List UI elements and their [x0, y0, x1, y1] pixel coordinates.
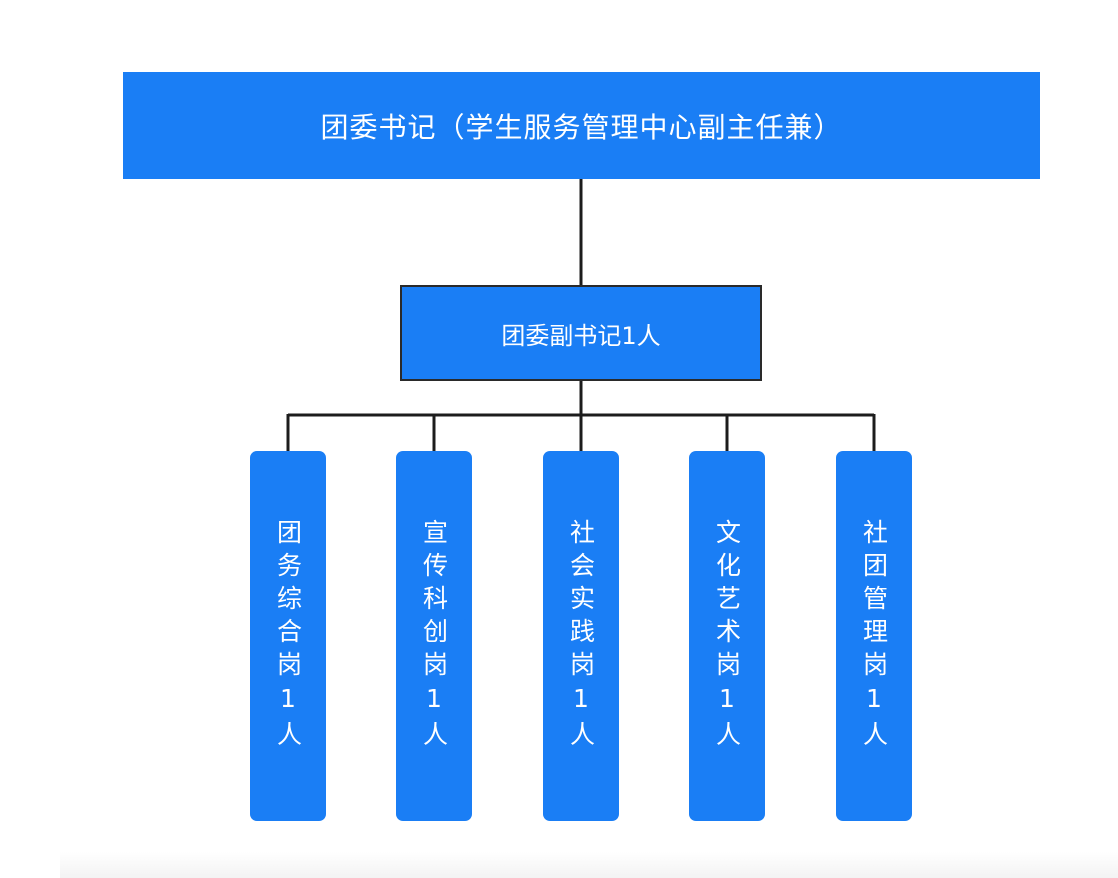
position-label: 社会实践岗1人: [566, 518, 596, 754]
position-label: 团务综合岗1人: [273, 518, 303, 754]
position-label: 文化艺术岗1人: [712, 518, 742, 754]
bottom-shadow-strip: [60, 852, 1118, 878]
position-label: 社团管理岗1人: [859, 518, 889, 754]
position-label: 宣传科创岗1人: [419, 518, 449, 754]
position-node-general-affairs: 团务综合岗1人: [250, 451, 326, 821]
deputy-node-label: 团委副书记1人: [501, 321, 661, 350]
root-node-label: 团委书记（学生服务管理中心副主任兼）: [320, 110, 843, 144]
position-node-publicity-innovation: 宣传科创岗1人: [396, 451, 472, 821]
root-node-party-secretary: 团委书记（学生服务管理中心副主任兼）: [123, 72, 1040, 179]
position-node-culture-arts: 文化艺术岗1人: [689, 451, 765, 821]
position-node-social-practice: 社会实践岗1人: [543, 451, 619, 821]
deputy-secretary-node: 团委副书记1人: [400, 285, 762, 381]
position-node-club-management: 社团管理岗1人: [836, 451, 912, 821]
